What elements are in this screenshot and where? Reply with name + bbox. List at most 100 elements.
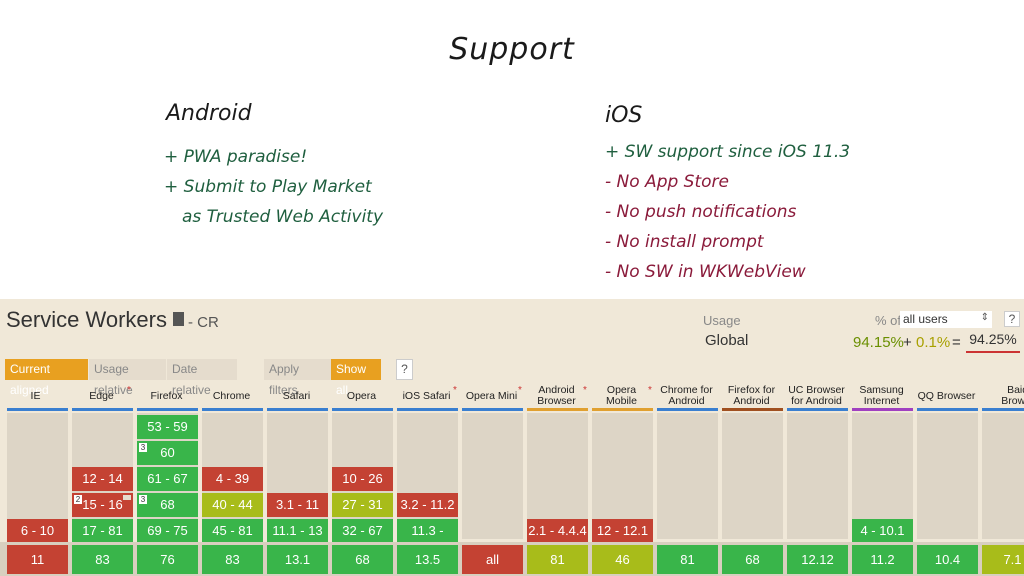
note-badge: 2 [74, 495, 82, 504]
usage-scope-select[interactable]: all users⇕ [900, 311, 992, 328]
android-item: + PWA paradise! [164, 147, 308, 167]
browser-header-edge[interactable]: Edge [89, 389, 114, 402]
browser-color-bar [787, 408, 848, 411]
browser-column [917, 413, 978, 539]
current-version-cell[interactable]: 68 [332, 545, 393, 574]
document-icon[interactable] [172, 312, 184, 327]
browser-color-bar [7, 408, 68, 411]
browser-color-bar [137, 408, 198, 411]
browser-header-safari[interactable]: Safari [282, 389, 311, 402]
support-cell-chrome-45-81[interactable]: 45 - 81 [202, 519, 263, 543]
prefix-star: * [518, 385, 522, 396]
browser-header-baidu[interactable]: Baidu Browser [1001, 384, 1024, 407]
current-aligned-button[interactable]: Current aligned [5, 359, 88, 397]
caniuse-panel: Service Workers- CR Usage % of all users… [0, 299, 1024, 576]
support-cell-chrome-40-44[interactable]: 40 - 44 [202, 493, 263, 517]
browser-color-bar [332, 408, 393, 411]
pct-of-label: % of [875, 313, 902, 328]
browser-header-opera[interactable]: Opera [346, 389, 377, 402]
current-version-cell[interactable]: 83 [72, 545, 133, 574]
ios-heading: iOS [605, 103, 643, 128]
browser-header-opera-mobile[interactable]: Opera Mobile [606, 384, 637, 407]
current-version-cell[interactable]: 11.2 [852, 545, 913, 574]
browser-header-chrome-android[interactable]: Chrome for Android [660, 384, 713, 407]
current-version-cell[interactable]: 81 [657, 545, 718, 574]
current-version-cell[interactable]: all [462, 545, 523, 574]
browser-color-bar [462, 408, 523, 411]
slide-title: Support [449, 32, 575, 67]
current-version-cell[interactable]: 81 [527, 545, 588, 574]
browser-color-bar [722, 408, 783, 411]
browser-header-samsung[interactable]: Samsung Internet [859, 384, 904, 407]
total-percent: 94.25% [966, 331, 1020, 353]
browser-header-ios-safari[interactable]: iOS Safari [402, 389, 451, 402]
support-cell-samsung-4-10[interactable]: 4 - 10.1 [852, 519, 913, 543]
usage-relative-button[interactable]: Usage relative [89, 359, 166, 397]
browser-column [657, 413, 718, 539]
prefix-star: * [648, 385, 652, 396]
current-version-cell[interactable]: 10.4 [917, 545, 978, 574]
support-cell-ios-11-13[interactable]: 11.3 - 13.3 [397, 519, 458, 562]
spec-status[interactable]: - CR [187, 314, 219, 331]
support-cell-firefox-53-59[interactable]: 53 - 59 [137, 415, 198, 439]
current-version-cell[interactable]: 7.1 [982, 545, 1024, 574]
ios-item: - No push notifications [605, 202, 797, 222]
browser-column [462, 413, 523, 539]
browser-color-bar [397, 408, 458, 411]
browser-header-opera-mini[interactable]: Opera Mini [465, 389, 518, 402]
apply-filters-button[interactable]: Apply filters [264, 359, 331, 397]
support-cell-safari-11-13[interactable]: 11.1 - 13 [267, 519, 328, 543]
current-version-cell[interactable]: 83 [202, 545, 263, 574]
ios-item: - No SW in WKWebView [605, 262, 806, 282]
browser-color-bar [527, 408, 588, 411]
current-version-cell[interactable]: 46 [592, 545, 653, 574]
support-cell-ie-6-10[interactable]: 6 - 10 [7, 519, 68, 543]
browser-header-firefox-android[interactable]: Firefox for Android [727, 384, 776, 407]
browser-color-bar [852, 408, 913, 411]
support-cell-opera-10-26[interactable]: 10 - 26 [332, 467, 393, 491]
current-version-cell[interactable]: 13.5 [397, 545, 458, 574]
support-cell-ios-3-11[interactable]: 3.2 - 11.2 [397, 493, 458, 517]
browser-column [787, 413, 848, 539]
browser-column [592, 413, 653, 539]
support-cell-opera-mobile-12[interactable]: 12 - 12.1 [592, 519, 653, 543]
current-version-cell[interactable]: 12.12 [787, 545, 848, 574]
note-badge: 3 [139, 443, 147, 452]
current-version-cell[interactable]: 11 [7, 545, 68, 574]
plus-sign: + [903, 334, 912, 351]
ios-item: - No App Store [605, 172, 729, 192]
support-cell-edge-17-81[interactable]: 17 - 81 [72, 519, 133, 543]
support-cell-opera-32-67[interactable]: 32 - 67 [332, 519, 393, 543]
browser-column [852, 413, 913, 539]
support-cell-safari-3-11[interactable]: 3.1 - 11 [267, 493, 328, 517]
browser-header-android-browser[interactable]: Android Browser [537, 384, 576, 407]
filters-help-button[interactable]: ? [396, 359, 413, 380]
current-version-cell[interactable]: 13.1 [267, 545, 328, 574]
ios-item: + SW support since iOS 11.3 [605, 142, 851, 162]
support-cell-firefox-69-75[interactable]: 69 - 75 [137, 519, 198, 543]
browser-color-bar [202, 408, 263, 411]
support-cell-firefox-61-67[interactable]: 61 - 67 [137, 467, 198, 491]
browser-color-bar [267, 408, 328, 411]
support-cell-android-2-4[interactable]: 2.1 - 4.4.4 [527, 519, 588, 543]
show-all-button[interactable]: Show all [331, 359, 381, 397]
browser-header-chrome[interactable]: Chrome [212, 389, 251, 402]
browser-header-uc-browser[interactable]: UC Browser for Android [788, 384, 845, 407]
global-label: Global [705, 332, 749, 349]
browser-header-ie[interactable]: IE [30, 389, 41, 402]
support-cell-edge-12-14[interactable]: 12 - 14 [72, 467, 133, 491]
browser-header-qq[interactable]: QQ Browser [917, 389, 976, 402]
browser-color-bar [72, 408, 133, 411]
help-button[interactable]: ? [1004, 311, 1020, 327]
support-cell-chrome-4-39[interactable]: 4 - 39 [202, 467, 263, 491]
browser-header-firefox[interactable]: Firefox [150, 389, 183, 402]
support-cell-opera-27-31[interactable]: 27 - 31 [332, 493, 393, 517]
current-version-cell[interactable]: 76 [137, 545, 198, 574]
browser-column [7, 413, 68, 539]
browser-color-bar [657, 408, 718, 411]
date-relative-button[interactable]: Date relative [167, 359, 237, 397]
current-version-cell[interactable]: 68 [722, 545, 783, 574]
